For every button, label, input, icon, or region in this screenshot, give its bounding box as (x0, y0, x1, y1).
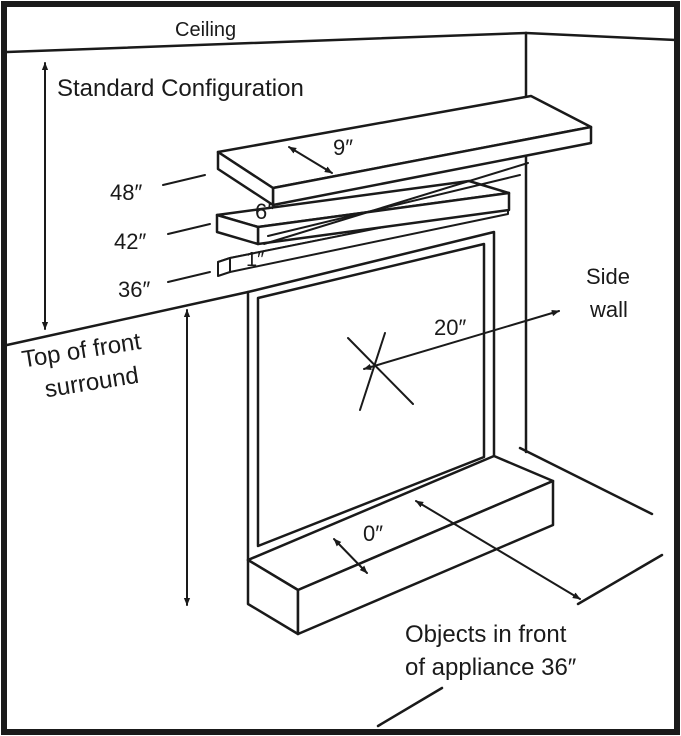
dimension-arrows (41, 62, 581, 606)
height-42-label: 42″ (114, 229, 146, 254)
hearth-clearance-label: 0″ (363, 521, 383, 546)
room-lines (5, 31, 678, 728)
height-48-label: 48″ (110, 180, 142, 205)
side-wall-arrow (363, 309, 560, 371)
side-clearance-label: 20″ (434, 315, 466, 340)
front-clearance-arrow (415, 500, 581, 600)
mantel-6in (215, 179, 511, 246)
configuration-label: Standard Configuration (57, 75, 304, 102)
height-36-label: 36″ (118, 277, 150, 302)
objects-label-2: of appliance 36″ (405, 654, 577, 681)
objects-label-1: Objects in front (405, 621, 567, 648)
side-wall-label-2: wall (589, 297, 628, 322)
mantel-depth-arrow (288, 146, 333, 174)
depth-9-label: 9″ (333, 135, 353, 160)
hearth-clearance-arrow (333, 538, 368, 574)
height-leaders (162, 174, 211, 283)
top-of-front-surround-label: Top of front surround (20, 328, 143, 403)
ceiling-label: Ceiling (175, 19, 236, 41)
side-wall-label-1: Side (586, 264, 630, 289)
depth-1-label: 1″ (246, 249, 264, 271)
mantel-separators (263, 162, 529, 245)
depth-6-label: 6″ (255, 199, 275, 224)
